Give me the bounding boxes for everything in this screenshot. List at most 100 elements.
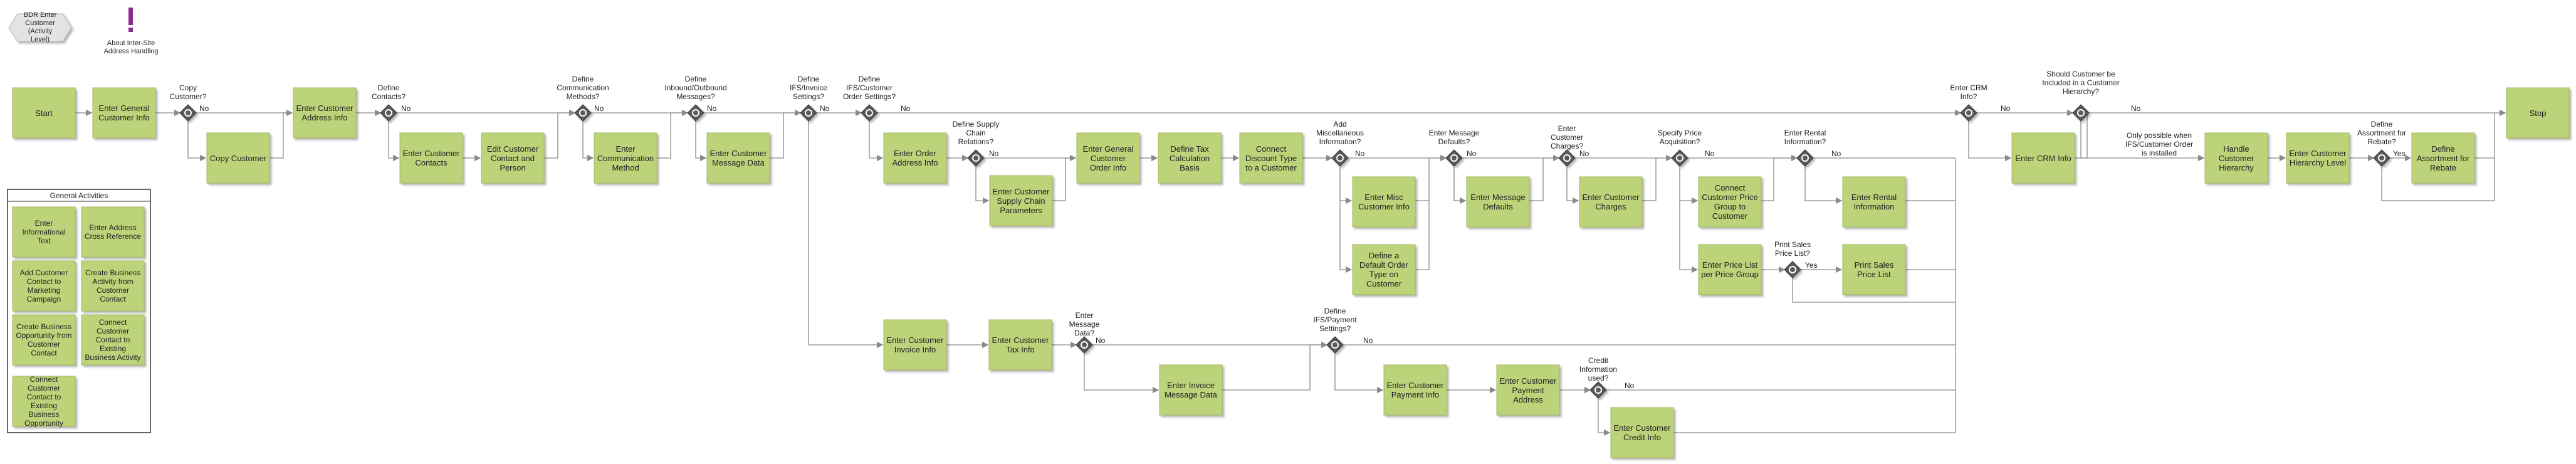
gateway-rental-gateway — [1796, 149, 1814, 167]
general-activity-item: Connect Customer Contact to Existing Bus… — [24, 375, 64, 428]
task-supply-chain: Enter Customer Supply Chain Parameters — [992, 186, 1050, 215]
task-price-list-box — [1698, 244, 1762, 295]
task-supply-chain-box — [989, 175, 1053, 226]
gateway-print-gateway-marker — [1789, 266, 1796, 273]
gateway-payment-gateway — [1326, 336, 1344, 354]
gateway-print-gateway — [1784, 261, 1801, 278]
gateway-copy-gateway — [179, 104, 197, 122]
note-icon-dot — [128, 28, 133, 32]
flow-rebate-no — [2381, 113, 2495, 201]
flow-label-no-charges: No — [1579, 149, 1589, 158]
task-comm-method: Enter Communication Method — [597, 144, 654, 172]
flow-payment-yes — [1334, 353, 1384, 394]
general-activity-box — [12, 260, 76, 312]
gateway-msg-defaults-gateway — [1445, 149, 1463, 167]
task-message-data: Enter Customer Message Data — [709, 149, 767, 167]
task-discount: Connect Discount Type to a Customer — [1245, 144, 1297, 172]
task-edit-contact: Edit Customer Contact and Person — [486, 144, 539, 172]
flow-label-yes-rebate: Yes — [2393, 149, 2406, 158]
task-payment-info: Enter Customer Payment Info — [1386, 381, 1444, 399]
task-invoice-msg-box — [1159, 364, 1223, 416]
gateway-msg-data-label: Enter Message Data? — [1069, 311, 1100, 337]
gateway-copy-gateway-marker — [184, 109, 192, 117]
gateway-price-gateway — [1671, 149, 1689, 167]
task-tax-info: Enter Customer Tax Info — [992, 335, 1049, 354]
task-discount-box — [1239, 132, 1303, 184]
task-payment-address: Enter Customer Payment Address — [1499, 376, 1557, 404]
flow-label-yes-print: Yes — [1805, 261, 1818, 270]
gateway-charges-gateway — [1558, 149, 1576, 167]
task-order-type-box — [1352, 244, 1416, 295]
gateway-ifs-invoice-gateway — [800, 104, 817, 122]
task-message-defaults-box — [1466, 176, 1530, 228]
gateway-hierarchy-label: Should Customer be Included in a Custome… — [2042, 70, 2120, 96]
general-activity-box — [12, 314, 76, 366]
gateway-payment-label: Define IFS/Payment Settings? — [1313, 306, 1357, 333]
flow-supply-merge — [1052, 157, 1076, 201]
task-message-data-box — [706, 132, 770, 184]
general-activity-box — [12, 206, 76, 258]
flow-copy-to-address — [270, 112, 292, 159]
flow-edit-merge — [544, 112, 575, 159]
task-edit-contact-box — [481, 132, 545, 184]
flow-label-no-crm: No — [2001, 104, 2011, 113]
task-hierarchy-level-box — [2286, 132, 2350, 184]
gateway-rental-gateway-marker — [1801, 154, 1809, 162]
general-activity-item: Enter Address Cross Reference — [84, 223, 142, 241]
flow-label-no-ifs-order: No — [901, 104, 911, 113]
task-general-info-box — [92, 87, 156, 139]
flow-crm-yes — [1968, 121, 2012, 162]
gateway-hierarchy-gateway — [2072, 104, 2090, 122]
gateway-hierarchy-gateway-marker — [2077, 109, 2085, 117]
task-comm-method-box — [594, 132, 657, 184]
task-address-info-box — [293, 87, 357, 139]
end-event-box — [2506, 87, 2570, 139]
gateway-msg-defaults-label: Enter Message Defaults? — [1428, 129, 1480, 146]
task-credit-info-box — [1610, 407, 1674, 458]
gateway-supply-label: Define Supply Chain Relations? — [952, 119, 1000, 146]
flow-label-no-credit: No — [1625, 381, 1635, 390]
gateway-msg-defaults-gateway-marker — [1450, 154, 1458, 162]
gateway-ifs-invoice-label: Define IFS/Invoice Settings? — [789, 74, 828, 101]
general-activity-item: Create Business Activity from Customer C… — [85, 268, 141, 303]
flow-price-list — [1679, 201, 1699, 273]
task-charges-box — [1579, 176, 1643, 228]
task-hierarchy-box — [2204, 132, 2268, 184]
task-tax-info-box — [988, 319, 1052, 371]
task-price-list: Enter Price List per Price Group — [1701, 260, 1759, 279]
task-crm: Enter CRM Info — [2015, 153, 2071, 163]
flow-msgdef-merge — [1529, 157, 1559, 201]
task-invoice-info: Enter Customer Invoice Info — [886, 335, 944, 354]
gateway-crm-gateway-marker — [1965, 109, 1972, 117]
gateway-ifs-order-gateway — [861, 104, 878, 122]
flow-label-no-inbound: No — [707, 104, 717, 113]
flow-label-no-supply: No — [989, 149, 999, 158]
flow-msgdata-yes — [1084, 353, 1160, 394]
gateway-ifs-order-label: Define IFS/Customer Order Settings? — [842, 74, 896, 101]
flow-label-no-msg-defaults: No — [1467, 149, 1477, 158]
flow-credit-yes — [1598, 398, 1611, 436]
gateway-rebate-label: Define Assortment for Rebate? — [2357, 119, 2407, 146]
flow-copy-yes — [187, 121, 207, 162]
gateway-price-label: Specify Price Acquisition? — [1657, 129, 1702, 146]
general-activity-item: Connect Customer Contact to Existing Bus… — [85, 318, 141, 362]
task-rebate-box — [2411, 132, 2475, 184]
start-event: Start — [35, 108, 53, 118]
note-icon — [128, 8, 133, 25]
task-contacts: Enter Customer Contacts — [402, 149, 460, 167]
flow-label-no-msg-data: No — [1096, 336, 1106, 345]
flow-inbound-yes — [695, 121, 707, 162]
flow-label-no-contacts: No — [401, 104, 411, 113]
gateway-supply-gateway-marker — [972, 154, 980, 162]
gateway-misc-label: Add Miscellaneous Information? — [1316, 119, 1364, 146]
general-activity-item: Add Customer Contact to Marketing Campai… — [19, 268, 68, 303]
task-rebate: Define Assortment for Rebate — [2416, 144, 2470, 172]
task-general-order: Enter General Customer Order Info — [1082, 144, 1134, 172]
flow-hierarchy-yes — [2080, 121, 2205, 162]
flow-order-yes — [869, 121, 884, 162]
title-shape-label: BDR Enter Customer (Activity Level) — [23, 11, 57, 43]
gateway-rental-label: Enter Rental Information? — [1784, 129, 1826, 146]
end-event: Stop — [2529, 108, 2547, 118]
gateway-credit-gateway-marker — [1594, 386, 1602, 394]
